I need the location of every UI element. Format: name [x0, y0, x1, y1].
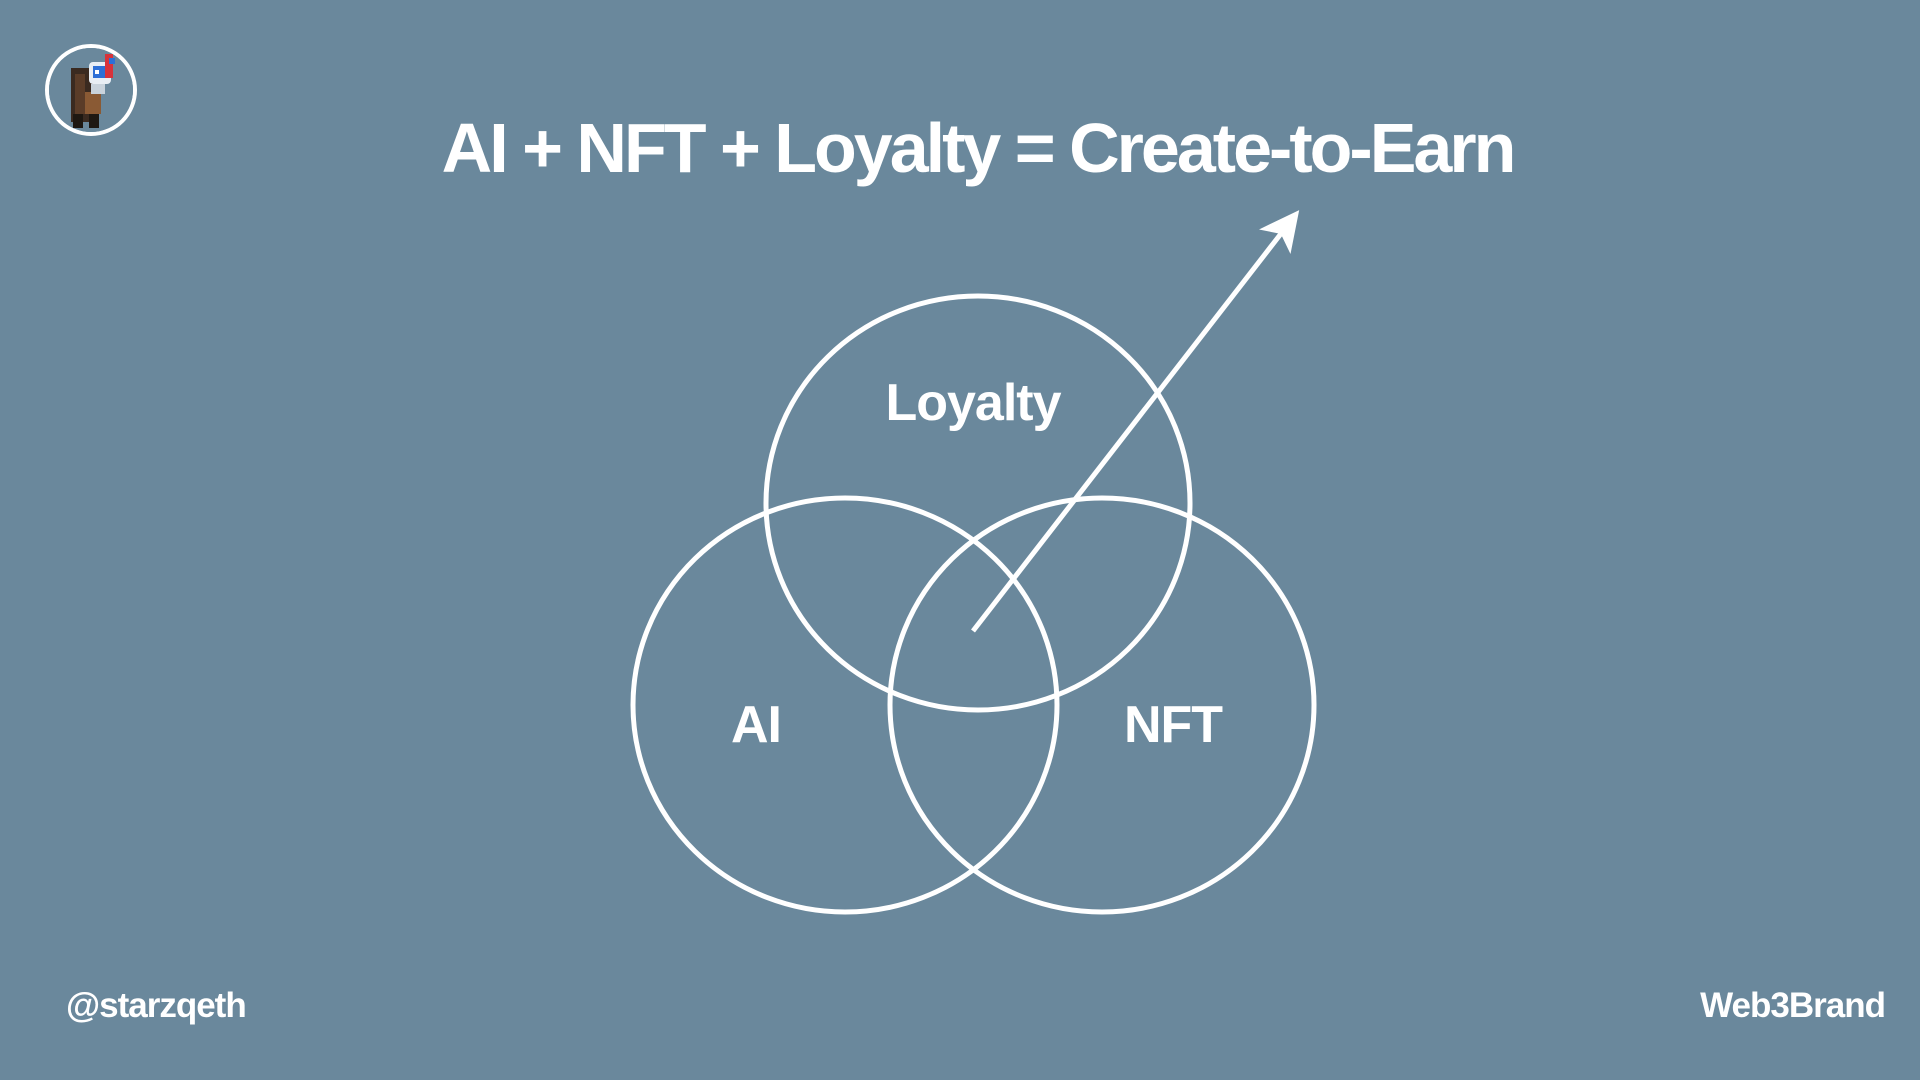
author-handle: @starzqeth	[66, 986, 247, 1025]
loyalty-label: Loyalty	[885, 374, 1061, 432]
nft-circle	[887, 495, 1317, 915]
slide-title: AI + NFT + Loyalty = Create-to-Earn	[441, 109, 1517, 187]
nft-label: NFT	[1124, 696, 1223, 754]
brand-name: Web3Brand	[1700, 986, 1886, 1025]
pixel-character-icon	[49, 48, 133, 132]
arrow-up-right-icon	[971, 210, 1300, 633]
ai-circle	[630, 495, 1060, 915]
avatar	[45, 44, 137, 136]
loyalty-circle	[763, 293, 1193, 713]
ai-label: AI	[731, 696, 781, 754]
